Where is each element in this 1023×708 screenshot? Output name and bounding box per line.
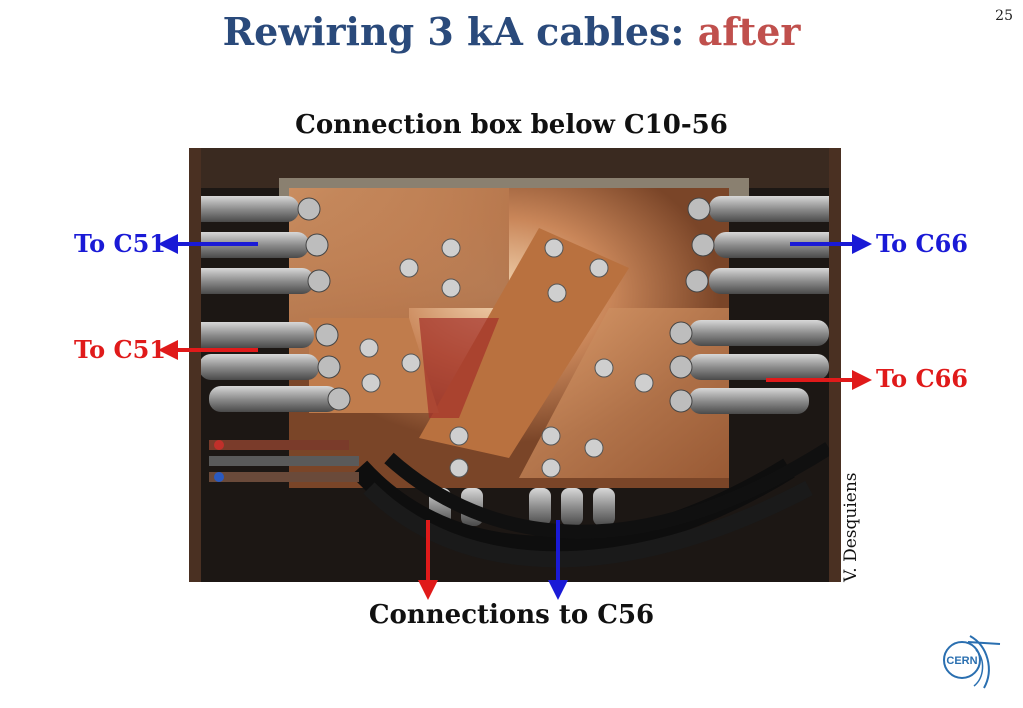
label-left-top: To C51 [74,229,166,258]
title-accent: after [697,9,801,54]
slide-title: Rewiring 3 kA cables: after [0,8,1023,56]
title-main: Rewiring 3 kA cables: [222,9,698,54]
page-number: 25 [995,8,1013,24]
connection-box-photo [189,148,841,582]
bottom-caption: Connections to C56 [368,600,655,630]
cern-logo: CERN [943,635,1001,689]
photo-caption: Connection box below C10-56 [295,110,728,140]
logo-text: CERN [946,655,977,667]
photo-credit: V. Desquiens [841,472,861,582]
label-right-top: To C66 [876,229,968,258]
label-right-bottom: To C66 [876,364,968,393]
label-left-bottom: To C51 [74,335,166,364]
